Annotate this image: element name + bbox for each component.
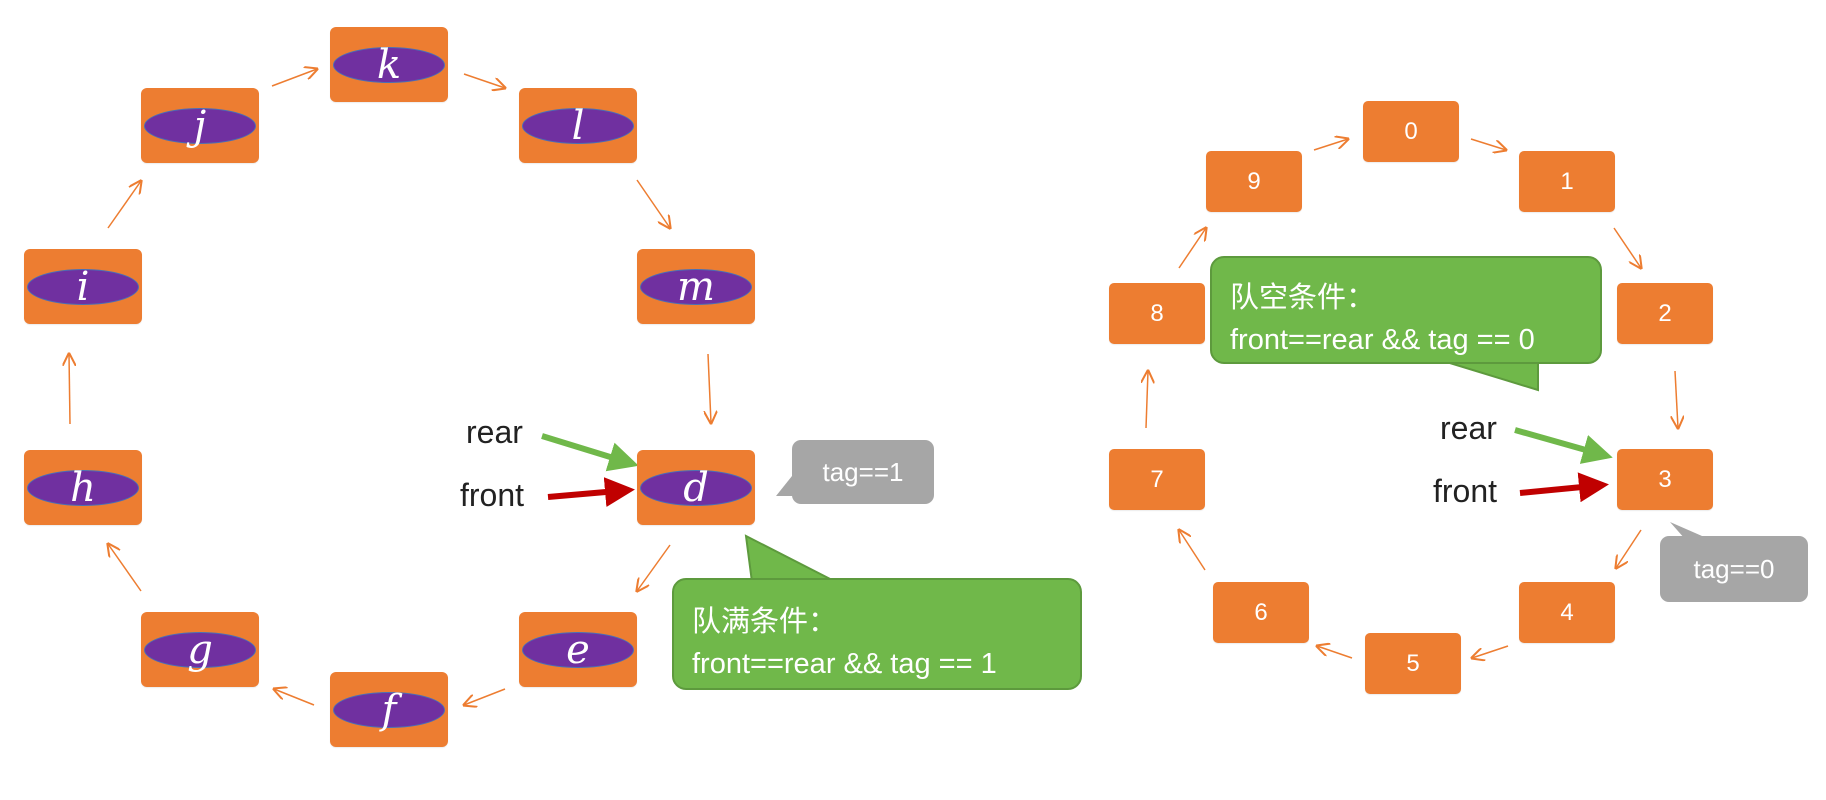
right-rear-arrow [1514, 427, 1613, 464]
right-condition-expr: front==rear && tag == 0 [1230, 324, 1535, 356]
right-rear-label: rear [1440, 410, 1497, 446]
right-front-label: front [1433, 473, 1498, 509]
node-label: m [677, 263, 715, 310]
node-ellipse [27, 268, 139, 305]
node-label: h [70, 464, 96, 511]
queue-node-h: h [24, 450, 142, 525]
node-ellipse [333, 691, 445, 728]
left-front-arrow [547, 477, 635, 508]
queue-node-l: l [519, 88, 637, 163]
node-label: f [381, 686, 397, 733]
left-condition-expr: front==rear && tag == 1 [692, 648, 997, 680]
queue-node-g: g [141, 612, 259, 687]
right-condition-title: 队空条件： [1230, 282, 1376, 314]
cycle-arrow [271, 69, 317, 87]
left-rear-label: rear [466, 414, 523, 450]
left-rear-arrow [541, 433, 639, 472]
queue-cell-6: 6 [1213, 582, 1309, 643]
queue-cell-2: 2 [1617, 283, 1713, 344]
cycle-arrow [637, 544, 671, 591]
cycle-arrow [1613, 227, 1641, 268]
cycle-arrow [708, 353, 711, 423]
node-ellipse [27, 469, 139, 506]
cycle-arrow [1317, 646, 1353, 659]
cycle-arrow [1675, 370, 1678, 428]
node-label: k [376, 41, 402, 88]
right-tag-bubble: tag==0 [1660, 536, 1808, 602]
node-ellipse [333, 46, 445, 83]
queue-cell-0: 0 [1363, 101, 1459, 162]
queue-node-f: f [330, 672, 448, 747]
right-tag-text: tag==0 [1693, 553, 1775, 584]
right-cycle-arrows [1146, 139, 1678, 658]
node-label: e [566, 626, 590, 673]
cycle-arrow [636, 179, 670, 228]
cycle-arrow [107, 181, 141, 229]
queue-node-e: e [519, 612, 637, 687]
cycle-arrow [1470, 138, 1506, 150]
queue-cell-5: 5 [1365, 633, 1461, 694]
cycle-arrow [1179, 530, 1206, 571]
cycle-arrow [1146, 371, 1148, 429]
node-label: g [187, 626, 213, 673]
node-ellipse [522, 107, 634, 144]
node-label: l [571, 102, 585, 149]
queue-node-k: k [330, 27, 448, 102]
queue-cell-4: 4 [1519, 582, 1615, 643]
node-label: j [193, 102, 207, 149]
cycle-arrow [1178, 228, 1206, 269]
queue-cell-3: 3 [1617, 449, 1713, 510]
node-label: d [683, 464, 709, 511]
cycle-arrow [1616, 529, 1642, 568]
cycle-arrow [1313, 139, 1348, 151]
queue-node-d: d [637, 450, 755, 525]
cycle-arrow [274, 689, 315, 706]
queue-cell-8: 8 [1109, 283, 1205, 344]
queue-cell-7: 7 [1109, 449, 1205, 510]
queue-node-m: m [637, 249, 755, 324]
right-condition-bubble: 队空条件： front==rear && tag == 0 [1210, 256, 1602, 364]
queue-cell-1: 1 [1519, 151, 1615, 212]
queue-cell-9: 9 [1206, 151, 1302, 212]
right-front-arrow [1519, 472, 1609, 503]
left-cycle-arrows [69, 69, 711, 705]
node-ellipse [144, 631, 256, 668]
cycle-arrow [464, 688, 506, 705]
node-ellipse [640, 469, 752, 506]
left-tag-bubble: tag==1 [792, 440, 934, 504]
left-tag-text: tag==1 [822, 456, 904, 487]
left-condition-title: 队满条件： [692, 606, 838, 638]
node-ellipse [144, 107, 256, 144]
cycle-arrow [1472, 645, 1509, 658]
node-ellipse [640, 268, 752, 305]
queue-node-j: j [141, 88, 259, 163]
queue-node-i: i [24, 249, 142, 324]
node-ellipse [522, 631, 634, 668]
node-label: i [76, 263, 90, 310]
cycle-arrow [69, 354, 70, 425]
cycle-arrow [108, 544, 142, 592]
left-front-label: front [460, 477, 525, 513]
cycle-arrow [463, 73, 505, 88]
left-condition-bubble: 队满条件： front==rear && tag == 1 [672, 578, 1082, 690]
